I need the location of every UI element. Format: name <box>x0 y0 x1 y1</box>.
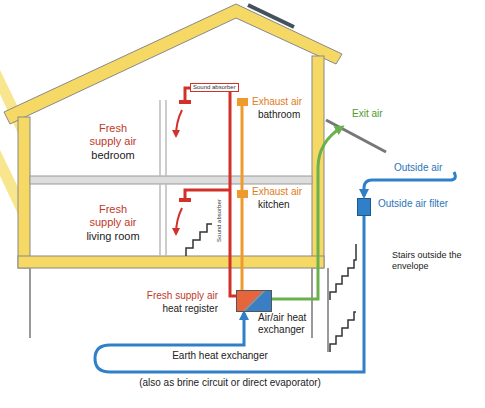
supply-label: Fresh supply air <box>85 122 141 148</box>
airflow-arrow <box>176 208 182 234</box>
stairs-label: Stairs outside the envelope <box>392 250 474 272</box>
supply-grille <box>179 198 191 202</box>
air-filter: Outside air filter <box>357 198 371 216</box>
air-filter-shape <box>357 198 371 216</box>
heat-exchanger-shape <box>236 290 272 312</box>
sound-absorber-label: Sound absorber <box>216 196 223 246</box>
supply-label-wrap: Fresh supply air <box>85 122 141 148</box>
room-name: kitchen <box>258 199 290 211</box>
supply-label-wrap: Fresh supply air <box>85 203 141 229</box>
solar-panel <box>248 5 294 27</box>
sound-absorber-label-wrap: Sound absorber <box>190 83 239 92</box>
outside-air-duct <box>364 172 455 196</box>
outside-stairs <box>330 312 356 352</box>
supply-duct <box>185 190 230 198</box>
exit-air-label-wrap: Exit air <box>352 108 383 120</box>
floor-slab <box>30 176 312 184</box>
air-filter-text-wrap: Outside air filter <box>378 198 450 210</box>
exhaust-grille <box>237 98 248 106</box>
earth-exchanger-note-wrap: (also as brine circuit or direct evapora… <box>60 377 400 389</box>
heat-exchanger-text-wrap: Air/air heat exchanger <box>258 312 340 336</box>
exhaust-label: Exhaust air <box>252 186 302 198</box>
basement-wall <box>29 268 31 338</box>
earth-exchanger-label: Earth heat exchanger <box>140 350 300 362</box>
earth-exchanger-label-wrap: Earth heat exchanger <box>140 350 300 362</box>
node-label: Outside air filter <box>378 198 450 210</box>
supply-grille <box>179 100 191 104</box>
supply-label: Fresh supply air <box>85 203 141 229</box>
inner-stairs <box>186 224 212 256</box>
heat-exchanger: Air/air heat exchanger <box>236 290 272 312</box>
outside-air-label: Outside air <box>394 162 442 174</box>
room-name-wrap: kitchen <box>258 199 290 211</box>
exhaust-label: Exhaust air <box>252 96 302 108</box>
column <box>159 100 161 176</box>
room-name: living room <box>74 230 152 243</box>
room-name-wrap: living room <box>74 230 152 243</box>
column <box>165 184 167 256</box>
exhaust-label-wrap: Exhaust air <box>252 186 302 198</box>
supply-label: Fresh supply air <box>116 290 218 302</box>
supply-duct <box>185 88 236 296</box>
exit-air-duct <box>272 127 342 299</box>
exhaust-grille <box>237 190 248 198</box>
register-label: heat register <box>116 303 218 315</box>
sound-absorber-label-wrap: Sound absorber <box>216 196 223 246</box>
sound-absorber-label: Sound absorber <box>193 84 236 91</box>
exit-air-label: Exit air <box>352 108 383 120</box>
register-label-wrap: heat register <box>116 303 218 315</box>
room-name-wrap: bedroom <box>78 149 148 162</box>
node-label: Air/air heat exchanger <box>258 312 340 336</box>
wall-insulation <box>18 117 30 268</box>
floor-insulation <box>18 256 324 268</box>
earth-exchanger-note: (also as brine circuit or direct evapora… <box>60 377 400 389</box>
column <box>159 184 161 256</box>
basement-wall <box>311 268 313 338</box>
outside-air-label-wrap: Outside air <box>394 162 442 174</box>
room-name: bathroom <box>258 109 300 121</box>
room-name: bedroom <box>78 149 148 162</box>
annex-roof <box>326 120 386 152</box>
airflow-arrow <box>176 110 182 136</box>
room-name-wrap: bathroom <box>258 109 300 121</box>
supply-label-wrap: Fresh supply air <box>116 290 218 302</box>
roof-insulation <box>4 4 342 124</box>
annex-wall <box>327 268 329 352</box>
exhaust-label-wrap: Exhaust air <box>252 96 302 108</box>
stairs-label-wrap: Stairs outside the envelope <box>392 250 474 272</box>
outside-stairs <box>330 244 356 300</box>
column <box>165 100 167 176</box>
